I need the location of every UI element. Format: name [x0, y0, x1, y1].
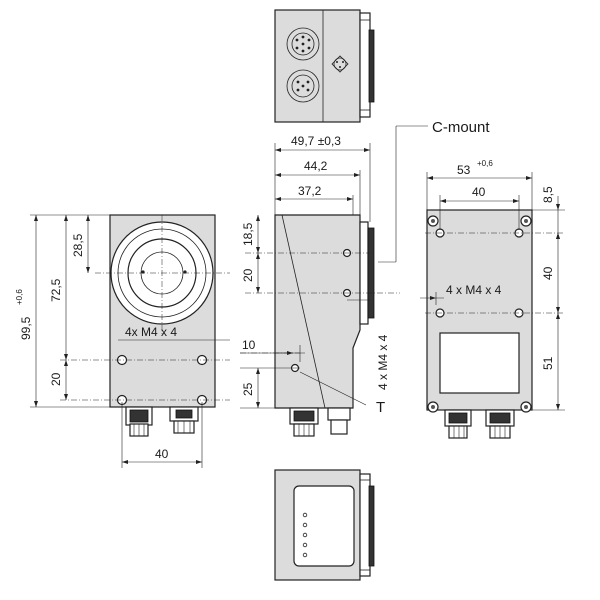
side-connectors	[289, 407, 351, 437]
dim-front-height-72: 72,5	[49, 278, 63, 302]
dim-front-height-28: 28,5	[71, 233, 85, 257]
connector-top-upper	[286, 27, 320, 61]
dim-side-18: 18,5	[241, 222, 255, 246]
side-view	[240, 125, 428, 437]
top-view	[274, 9, 375, 123]
dim-side-10: 10	[242, 338, 256, 352]
dim-front-height-tol: +0,6	[15, 289, 24, 305]
back-connectors	[444, 409, 515, 439]
back-view	[420, 172, 565, 439]
t-marker-label: T	[376, 399, 385, 416]
back-thread-label: 4 x M4 x 4	[446, 283, 502, 297]
dim-side-25: 25	[241, 382, 255, 396]
dim-front-width-40: 40	[155, 447, 169, 461]
c-mount-label: C-mount	[432, 119, 490, 136]
side-thread-label: 4 x M4 x 4	[376, 334, 390, 390]
dim-back-width-tol: +0,6	[477, 159, 493, 168]
dim-back-bottom-51: 51	[541, 356, 555, 370]
dim-back-top-offset: 8,5	[541, 186, 555, 203]
dim-width-44: 44,2	[304, 159, 328, 173]
dim-side-20: 20	[241, 268, 255, 282]
front-connectors	[125, 406, 199, 437]
bottom-view	[274, 469, 375, 581]
dim-front-holes-20: 20	[49, 372, 63, 386]
dim-front-height-total: 99,5	[19, 316, 33, 340]
dim-back-width: 53	[457, 163, 471, 177]
front-view	[30, 214, 230, 468]
back-corner-holes	[427, 215, 532, 413]
dim-width-37: 37,2	[298, 184, 322, 198]
connector-top-lower	[286, 69, 320, 103]
connector-top-small	[331, 55, 349, 73]
status-leds	[302, 512, 308, 558]
dim-width-total: 49,7 ±0,3	[291, 134, 341, 148]
dim-back-hole-spacing: 40	[472, 185, 486, 199]
dim-back-vertical-40: 40	[541, 266, 555, 280]
front-thread-label: 4x M4 x 4	[125, 325, 177, 339]
